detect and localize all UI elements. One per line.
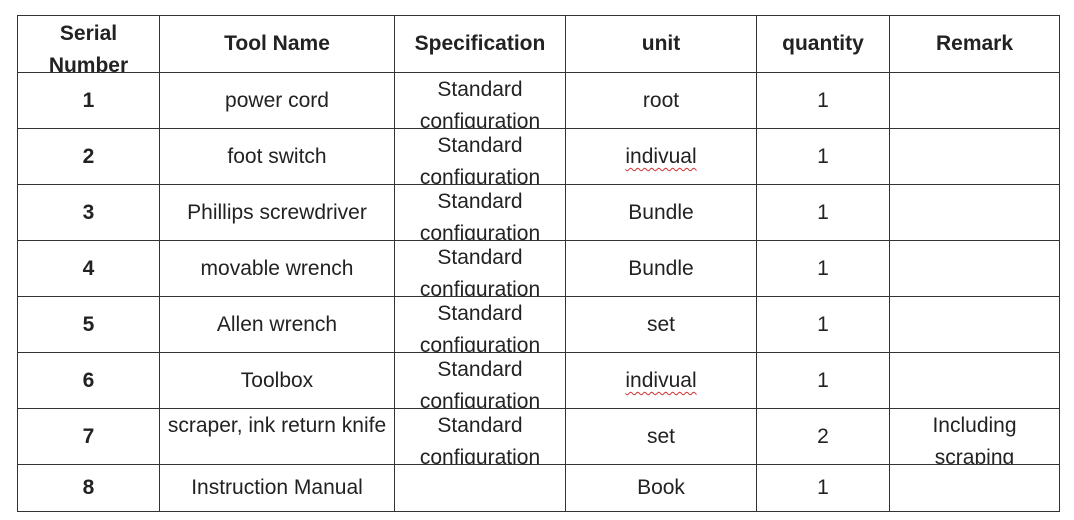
table-row: 8 Instruction Manual Book 1: [17, 464, 1060, 512]
unit-cell: set: [565, 296, 757, 353]
unit-text-spellcheck: indivual: [625, 145, 697, 168]
tool-name-cell: power cord: [159, 72, 395, 129]
tool-name-cell: Phillips screwdriver: [159, 184, 395, 241]
remark-cell: [889, 464, 1060, 512]
remark-cell: [889, 296, 1060, 353]
specification-cell: Standard configuration: [394, 296, 566, 353]
tool-name-cell: Instruction Manual: [159, 464, 395, 512]
tool-name-cell: foot switch: [159, 128, 395, 185]
remark-cell: [889, 240, 1060, 297]
unit-cell: Bundle: [565, 240, 757, 297]
header-specification: Specification: [394, 15, 566, 73]
unit-cell: indivual: [565, 352, 757, 409]
quantity-cell: 1: [756, 296, 890, 353]
quantity-cell: 1: [756, 240, 890, 297]
table-row: 4 movable wrench Standard configuration …: [17, 240, 1060, 297]
table-row: 1 power cord Standard configuration root…: [17, 72, 1060, 129]
unit-cell: Bundle: [565, 184, 757, 241]
serial-cell: 8: [17, 464, 160, 512]
quantity-cell: 1: [756, 352, 890, 409]
specification-cell: Standard configuration: [394, 408, 566, 465]
header-remark: Remark: [889, 15, 1060, 73]
tool-name-cell: Allen wrench: [159, 296, 395, 353]
quantity-cell: 1: [756, 464, 890, 512]
serial-cell: 2: [17, 128, 160, 185]
tool-name-cell: Toolbox: [159, 352, 395, 409]
specification-cell: Standard configuration: [394, 240, 566, 297]
specification-cell: Standard configuration: [394, 352, 566, 409]
serial-cell: 5: [17, 296, 160, 353]
header-serial-number: Serial Number: [17, 15, 160, 73]
specification-cell: Standard configuration: [394, 72, 566, 129]
serial-cell: 7: [17, 408, 160, 465]
unit-cell: indivual: [565, 128, 757, 185]
tool-list-table: Serial Number Tool Name Specification un…: [17, 15, 1060, 512]
remark-cell: [889, 72, 1060, 129]
specification-cell: Standard configuration: [394, 184, 566, 241]
unit-cell: Book: [565, 464, 757, 512]
tool-name-cell: scraper, ink return knife: [159, 408, 395, 465]
quantity-cell: 1: [756, 128, 890, 185]
table-row: 3 Phillips screwdriver Standard configur…: [17, 184, 1060, 241]
header-quantity: quantity: [756, 15, 890, 73]
remark-cell: [889, 128, 1060, 185]
unit-cell: root: [565, 72, 757, 129]
specification-cell: [394, 464, 566, 512]
table-row: 6 Toolbox Standard configuration indivua…: [17, 352, 1060, 409]
header-tool-name: Tool Name: [159, 15, 395, 73]
table-row: 5 Allen wrench Standard configuration se…: [17, 296, 1060, 353]
quantity-cell: 1: [756, 184, 890, 241]
unit-text-spellcheck: indivual: [625, 369, 697, 392]
quantity-cell: 2: [756, 408, 890, 465]
header-row: Serial Number Tool Name Specification un…: [17, 15, 1060, 73]
remark-cell: [889, 184, 1060, 241]
serial-cell: 1: [17, 72, 160, 129]
tool-name-cell: movable wrench: [159, 240, 395, 297]
table-row: 2 foot switch Standard configuration ind…: [17, 128, 1060, 185]
quantity-cell: 1: [756, 72, 890, 129]
serial-cell: 4: [17, 240, 160, 297]
unit-cell: set: [565, 408, 757, 465]
serial-cell: 3: [17, 184, 160, 241]
table-row: 7 scraper, ink return knife Standard con…: [17, 408, 1060, 465]
remark-cell: Including scraping: [889, 408, 1060, 465]
specification-cell: Standard configuration: [394, 128, 566, 185]
header-unit: unit: [565, 15, 757, 73]
remark-cell: [889, 352, 1060, 409]
serial-cell: 6: [17, 352, 160, 409]
